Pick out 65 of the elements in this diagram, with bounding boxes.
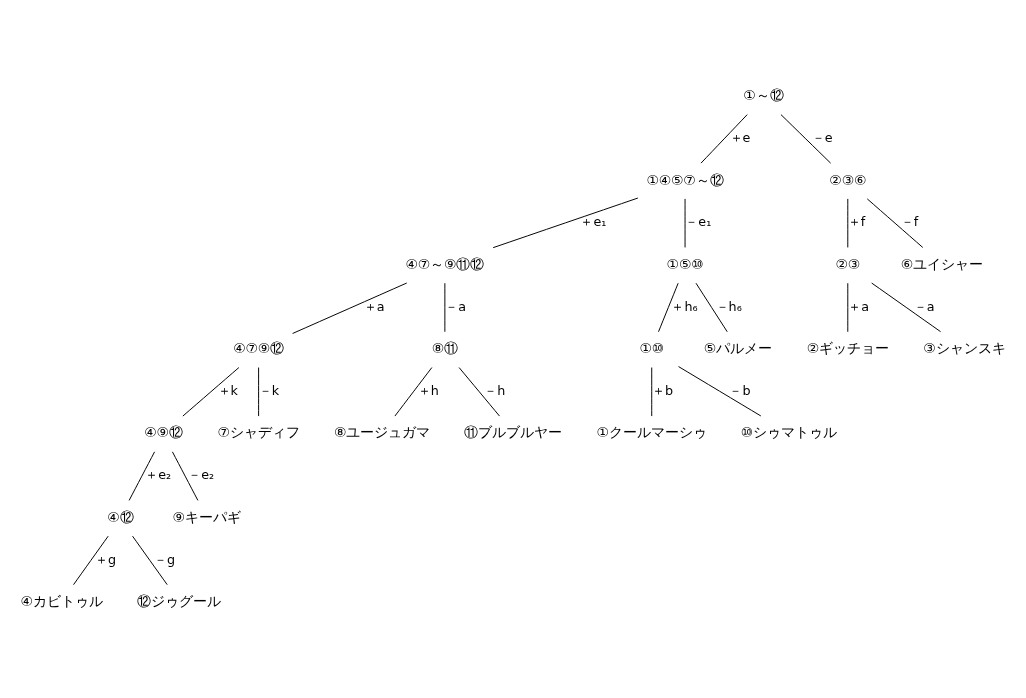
connector [73,535,109,585]
edge-label: ＋a [363,298,385,314]
edge-label: －g [153,551,176,567]
edge-label: ＋k [217,382,238,398]
edge-label: －e [811,129,833,145]
edge-label: ＋e₁ [580,213,607,229]
node-text: ⑥ユイシャー [900,255,984,272]
node-text: ②③ [835,255,861,272]
node-text: ⑩シゥマトゥル [740,423,838,440]
connector [700,113,748,164]
connector [394,366,433,417]
connector [847,282,849,332]
connector [847,197,849,248]
connector [695,282,728,332]
node-text: ①⑩ [639,339,665,356]
connector [658,282,679,332]
node-text: ④⑨⑫ [144,423,183,440]
edge-label: ＋h [417,382,439,398]
edge-label: －e₁ [685,213,712,229]
node-text: ④⑫ [107,508,134,525]
connector [458,366,500,417]
connector [651,366,653,417]
edge-label: ＋e [729,129,751,145]
node-text: ①④⑤⑦～⑫ [646,171,724,188]
connector [871,282,942,332]
connector [182,366,240,417]
edge-label: －k [258,382,280,398]
connector [866,197,924,248]
node-text: ⑪ブルブルヤー [464,423,563,440]
node-text: ⑦シャディフ [217,423,300,440]
node-text: ①クールマーシゥ [596,423,707,440]
node-text: ⑧ユージュガマ [333,423,431,440]
connector [492,197,639,248]
node-text: ⑨キーパギ [172,508,241,525]
edge-label: ＋a [848,298,869,314]
node-text: ②③⑥ [829,171,867,188]
connector [292,282,408,334]
connector [132,535,168,585]
connector [128,450,156,501]
edge-label: ＋b [651,382,674,398]
edge-label: －b [729,382,751,398]
node-text: ⑫ジゥグール [137,592,222,609]
edge-label: －f [900,213,919,229]
node-text: ④⑦⑨⑫ [233,339,285,356]
edge-label: －h [484,382,506,398]
node-text: ③シャンスキ [923,339,1006,356]
edge-label: ＋e₂ [145,466,172,482]
connector [780,113,832,164]
node-text: ⑧⑪ [431,339,459,356]
node-text: ⑤パルメー [703,339,773,356]
edge-label: ＋h₆ [671,298,698,314]
edge-label: －h₆ [715,298,742,314]
connector [258,366,260,417]
node-text: ①⑤⑩ [666,255,704,272]
connector [678,365,762,416]
edge-label: －e₂ [188,466,215,482]
edge-label: ＋g [95,551,117,567]
node-text: ②ギッチョー [806,339,889,356]
edge-label: ＋f [847,213,866,229]
node-text: ④カビトゥル [20,592,103,609]
edge-label: －a [445,298,467,314]
edge-label: －a [913,298,935,314]
connector [171,450,199,501]
node-text: ④⑦～⑨⑪⑫ [405,255,485,272]
node-text: ①～⑫ [743,86,784,103]
